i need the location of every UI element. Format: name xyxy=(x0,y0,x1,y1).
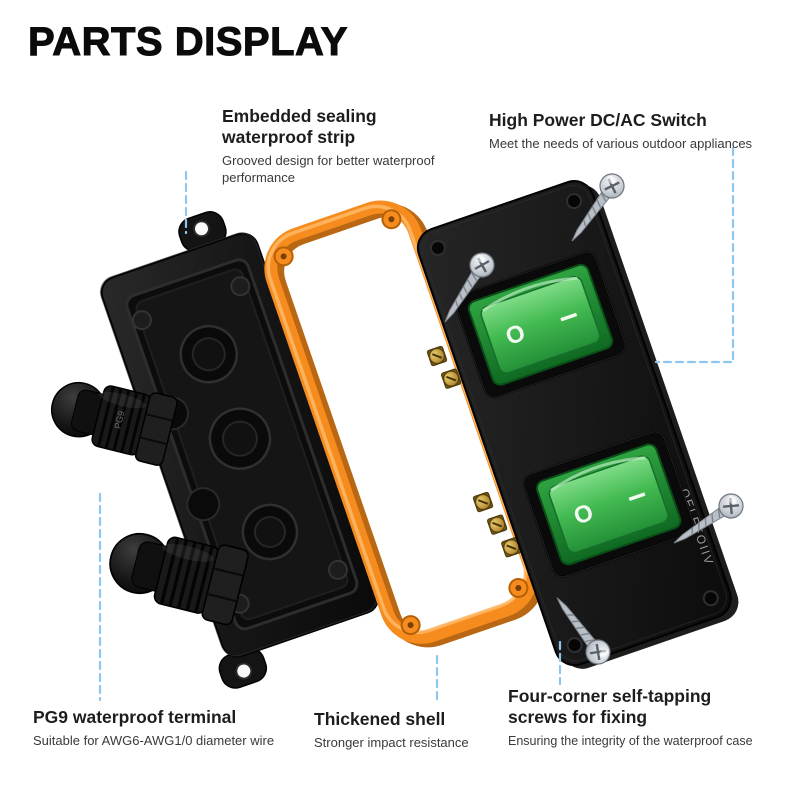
callout-shell-description: Stronger impact resistance xyxy=(314,735,469,750)
callout-screws-description: Ensuring the integrity of the waterproof… xyxy=(508,734,753,748)
page-title: PARTS DISPLAY xyxy=(28,20,348,65)
rocker-switch-1: O I xyxy=(454,251,627,399)
gasket-corner-nubs xyxy=(273,209,529,636)
callout-line-switch xyxy=(654,146,735,364)
callout-switch-description: Meet the needs of various outdoor applia… xyxy=(489,136,753,151)
cable-gland-1: PG9 xyxy=(42,367,180,468)
callout-switch-heading: High Power DC/AC Switch xyxy=(489,110,707,130)
callout-sealing-strip: Embedded sealing waterproof strip Groove… xyxy=(222,106,467,187)
callout-terminal: PG9 waterproof terminal Suitable for AWG… xyxy=(33,707,313,750)
callout-shell: Thickened shell Stronger impact resistan… xyxy=(314,709,534,752)
callout-terminal-heading: PG9 waterproof terminal xyxy=(33,707,237,727)
callout-lines xyxy=(98,146,735,704)
callout-switch: High Power DC/AC Switch Meet the needs o… xyxy=(489,110,789,153)
gland-size-label: PG9 xyxy=(112,410,126,430)
callout-screws-heading: Four-corner self-tapping screws for fixi… xyxy=(508,686,712,727)
rocker-switch-2: O I xyxy=(522,430,695,578)
callout-shell-heading: Thickened shell xyxy=(314,709,446,729)
callout-sealing-strip-description: Grooved design for better waterproof per… xyxy=(222,153,435,185)
callout-screws: Four-corner self-tapping screws for fixi… xyxy=(508,686,800,749)
panel-corner-holes xyxy=(429,193,719,654)
callout-terminal-description: Suitable for AWG6-AWG1/0 diameter wire xyxy=(33,733,275,748)
callout-sealing-strip-heading: Embedded sealing waterproof strip xyxy=(222,106,377,147)
switch-panel: OELFFOIIV O I O I xyxy=(416,180,739,669)
